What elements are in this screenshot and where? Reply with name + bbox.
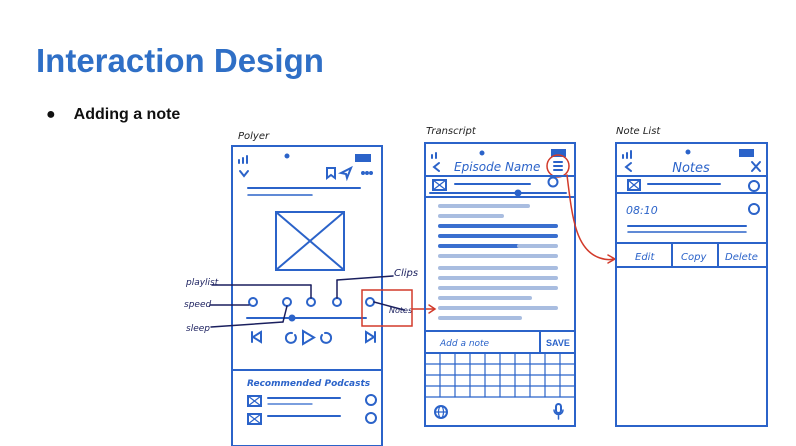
annotation-speed: speed bbox=[184, 300, 211, 310]
note-play-icon[interactable] bbox=[748, 203, 760, 215]
microphone-icon[interactable] bbox=[555, 403, 562, 414]
chevron-down-icon[interactable] bbox=[239, 170, 249, 178]
clips-button[interactable] bbox=[332, 297, 342, 307]
save-button[interactable]: SAVE bbox=[546, 338, 570, 348]
keyboard[interactable] bbox=[424, 352, 576, 398]
skip-next-icon[interactable] bbox=[365, 330, 376, 344]
sleep-button[interactable] bbox=[282, 297, 292, 307]
slide-title: Interaction Design bbox=[36, 42, 324, 79]
notes-button[interactable] bbox=[365, 297, 375, 307]
note-list-play-icon[interactable] bbox=[748, 180, 760, 192]
more-icon[interactable] bbox=[361, 171, 365, 175]
transcript-phone-frame bbox=[424, 142, 576, 427]
close-icon[interactable] bbox=[751, 161, 761, 172]
recommended-heading: Recommended Podcasts bbox=[247, 379, 371, 389]
bullet-item: ● Adding a note bbox=[46, 106, 180, 124]
annotation-notes: Notes bbox=[389, 306, 412, 315]
copy-button[interactable]: Copy bbox=[681, 252, 707, 263]
player-phone-frame bbox=[231, 145, 383, 446]
notes-highlight-box bbox=[361, 289, 413, 327]
progress-handle[interactable] bbox=[288, 314, 296, 322]
episode-thumb-icon bbox=[432, 179, 447, 191]
notes-pointer bbox=[373, 301, 405, 311]
notes-header: Notes bbox=[672, 161, 710, 176]
annotation-sleep: sleep bbox=[186, 324, 210, 334]
playlist-button[interactable] bbox=[306, 297, 316, 307]
note-timestamp: 08:10 bbox=[626, 204, 658, 217]
back-icon[interactable] bbox=[432, 162, 440, 172]
share-icon[interactable] bbox=[337, 165, 353, 182]
sleep-pointer bbox=[210, 321, 284, 328]
note-list-back-icon[interactable] bbox=[624, 162, 632, 172]
arrow-to-note-list bbox=[566, 174, 615, 261]
play-icon[interactable] bbox=[302, 329, 316, 346]
transcript-text bbox=[438, 204, 558, 320]
camera-dot bbox=[284, 153, 290, 159]
annotation-playlist: playlist bbox=[185, 278, 219, 288]
bullet-dot: ● bbox=[46, 106, 56, 123]
forward-icon[interactable] bbox=[320, 331, 333, 344]
podcast-play-icon[interactable] bbox=[365, 394, 377, 406]
rewind-icon[interactable] bbox=[284, 331, 297, 344]
artwork-placeholder bbox=[275, 211, 345, 271]
annotation-clips: Clips bbox=[394, 268, 418, 279]
mini-play-icon[interactable] bbox=[547, 176, 559, 188]
skip-back-icon[interactable] bbox=[251, 330, 262, 344]
note-list-phone-frame bbox=[615, 142, 768, 427]
add-note-input[interactable]: Add a note bbox=[439, 339, 490, 349]
speed-button[interactable] bbox=[248, 297, 258, 307]
episode-name-header: Episode Name bbox=[454, 160, 540, 174]
frame-label-transcript: Transcript bbox=[426, 126, 477, 137]
frame-label-player: Polyer bbox=[238, 131, 270, 142]
bookmark-icon[interactable] bbox=[326, 167, 336, 180]
delete-button[interactable]: Delete bbox=[725, 252, 758, 263]
podcast-thumb-icon bbox=[247, 395, 262, 407]
battery-icon bbox=[355, 154, 371, 162]
bullet-text: Adding a note bbox=[73, 106, 181, 123]
edit-button[interactable]: Edit bbox=[635, 252, 655, 263]
frame-label-note-list: Note List bbox=[616, 126, 661, 137]
